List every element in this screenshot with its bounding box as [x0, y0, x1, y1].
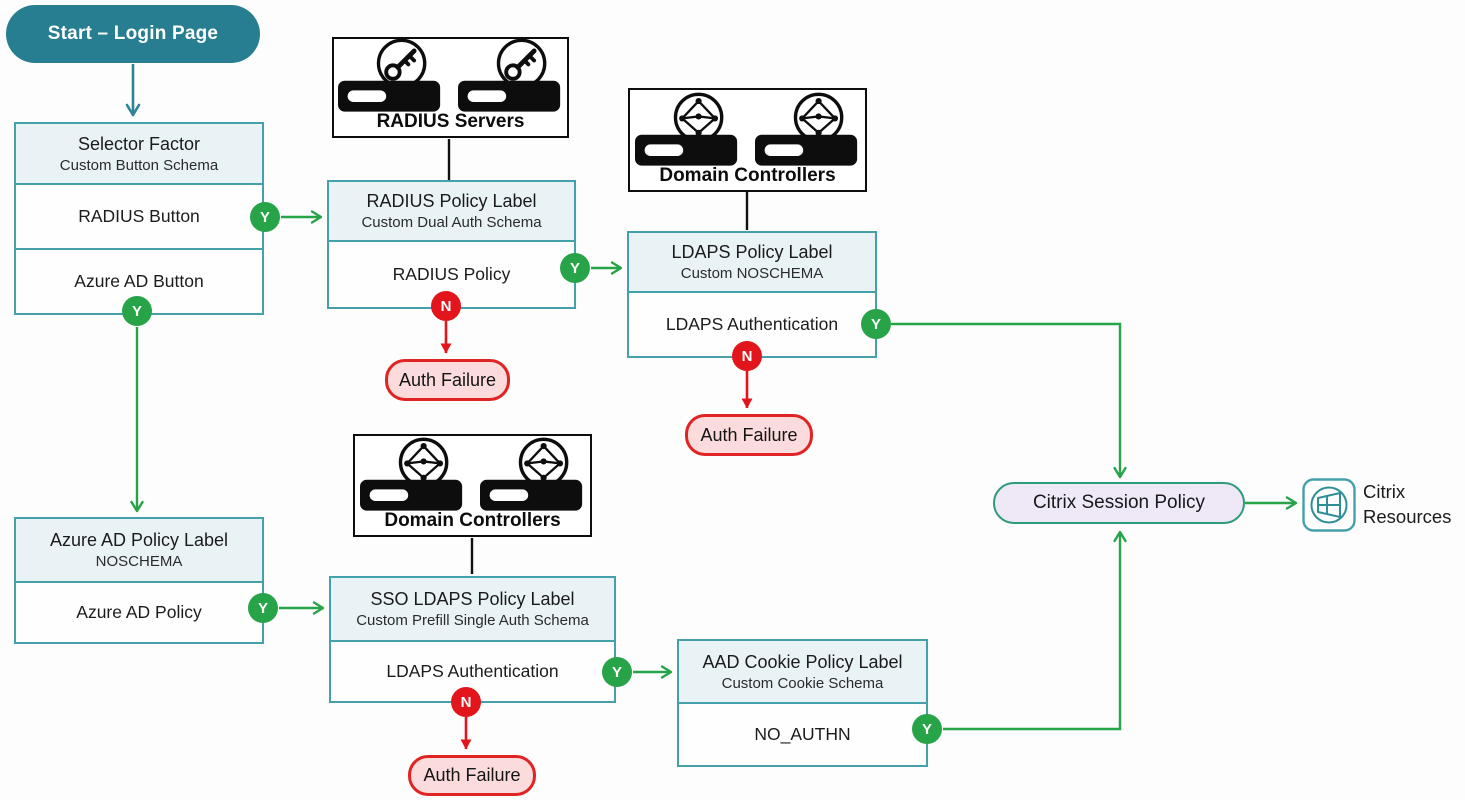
- arrow-no-authn-to-session-policy: [943, 530, 1127, 731]
- yes-badge-sso-ldaps: Y: [602, 657, 632, 687]
- no-authn-row: NO_AUTHN: [754, 724, 851, 744]
- radius-server-icons: [337, 37, 564, 113]
- auth-failure-node-1: Auth Failure: [385, 359, 510, 401]
- yes-badge-radius-button: Y: [250, 202, 280, 232]
- yes-badge-azure-button: Y: [122, 296, 152, 326]
- citrix-resources-label-line2: Resources: [1363, 506, 1452, 527]
- start-label: Start – Login Page: [47, 23, 219, 44]
- radius-policy-label-box: RADIUS Policy Label Custom Dual Auth Sch…: [327, 180, 576, 309]
- sso-ldaps-authentication-row: LDAPS Authentication: [386, 661, 559, 681]
- key-server-icon: [457, 38, 560, 112]
- aad-cookie-policy-title: AAD Cookie Policy Label: [702, 651, 903, 672]
- domain-controllers-box-bottom: Domain Controllers: [353, 434, 592, 537]
- selector-factor-title: Selector Factor: [77, 133, 201, 154]
- ldaps-policy-header: LDAPS Policy Label Custom NOSCHEMA: [629, 233, 875, 293]
- start-node: Start – Login Page: [6, 5, 260, 63]
- aad-cookie-policy-subtitle: Custom Cookie Schema: [721, 674, 884, 692]
- auth-failure-node-2: Auth Failure: [685, 414, 813, 456]
- auth-failure-node-3: Auth Failure: [408, 755, 536, 796]
- radius-button-row: RADIUS Button: [78, 206, 200, 226]
- domain-controllers-box-top: Domain Controllers: [628, 88, 867, 192]
- arrow-ldaps-auth-to-session-policy: [891, 322, 1127, 479]
- ldaps-policy-title: LDAPS Policy Label: [671, 242, 833, 262]
- azure-ad-policy-subtitle: NOSCHEMA: [95, 553, 183, 570]
- directory-server-icon: [359, 437, 462, 511]
- yes-badge-radius-policy: Y: [560, 253, 590, 283]
- selector-factor-subtitle: Custom Button Schema: [59, 156, 219, 174]
- radius-policy-row: RADIUS Policy: [392, 264, 511, 284]
- azure-ad-policy-header: Azure AD Policy Label NOSCHEMA: [16, 519, 262, 583]
- ldaps-authentication-row: LDAPS Authentication: [665, 314, 839, 334]
- domain-controllers-label: Domain Controllers: [659, 165, 836, 186]
- azure-ad-policy-row: Azure AD Policy: [76, 602, 202, 622]
- selector-factor-box: Selector Factor Custom Button Schema RAD…: [14, 122, 264, 315]
- key-server-icon: [337, 38, 440, 112]
- no-badge-sso-ldaps: N: [451, 687, 481, 717]
- yes-badge-azure-policy: Y: [248, 593, 278, 623]
- directory-server-icon: [634, 92, 737, 166]
- citrix-resources-label: Citrix Resources: [1363, 479, 1451, 529]
- azure-ad-policy-title: Azure AD Policy Label: [49, 530, 229, 550]
- yes-badge-ldaps-auth: Y: [861, 309, 891, 339]
- domain-controller-icons: [359, 436, 586, 512]
- citrix-resources-icon: [1302, 478, 1356, 532]
- domain-controller-icons: [634, 91, 861, 167]
- radius-servers-label: RADIUS Servers: [376, 111, 525, 132]
- azure-ad-policy-label-box: Azure AD Policy Label NOSCHEMA Azure AD …: [14, 517, 264, 644]
- directory-server-icon: [754, 92, 857, 166]
- domain-controllers-label: Domain Controllers: [384, 510, 561, 531]
- radius-policy-title: RADIUS Policy Label: [366, 191, 537, 211]
- radius-policy-subtitle: Custom Dual Auth Schema: [361, 214, 542, 231]
- radius-policy-header: RADIUS Policy Label Custom Dual Auth Sch…: [329, 182, 574, 242]
- aad-cookie-policy-header: AAD Cookie Policy Label Custom Cookie Sc…: [679, 641, 926, 704]
- citrix-session-policy-node: Citrix Session Policy: [993, 482, 1245, 524]
- sso-ldaps-policy-subtitle: Custom Prefill Single Auth Schema: [356, 612, 589, 629]
- no-badge-ldaps-auth: N: [732, 341, 762, 371]
- radius-servers-box: RADIUS Servers: [332, 37, 569, 138]
- sso-ldaps-policy-title: SSO LDAPS Policy Label: [370, 589, 575, 609]
- sso-ldaps-policy-label-box: SSO LDAPS Policy Label Custom Prefill Si…: [329, 576, 616, 703]
- ldaps-policy-label-box: LDAPS Policy Label Custom NOSCHEMA LDAPS…: [627, 231, 877, 358]
- yes-badge-no-authn: Y: [912, 714, 942, 744]
- aad-cookie-policy-label-box: AAD Cookie Policy Label Custom Cookie Sc…: [677, 639, 928, 767]
- sso-ldaps-policy-header: SSO LDAPS Policy Label Custom Prefill Si…: [331, 578, 614, 642]
- selector-factor-header: Selector Factor Custom Button Schema: [16, 124, 262, 185]
- directory-server-icon: [479, 437, 582, 511]
- no-badge-radius-policy: N: [431, 291, 461, 321]
- ldaps-policy-subtitle: Custom NOSCHEMA: [680, 265, 824, 282]
- citrix-resources-label-line1: Citrix: [1363, 481, 1406, 502]
- azure-ad-button-row: Azure AD Button: [16, 248, 262, 313]
